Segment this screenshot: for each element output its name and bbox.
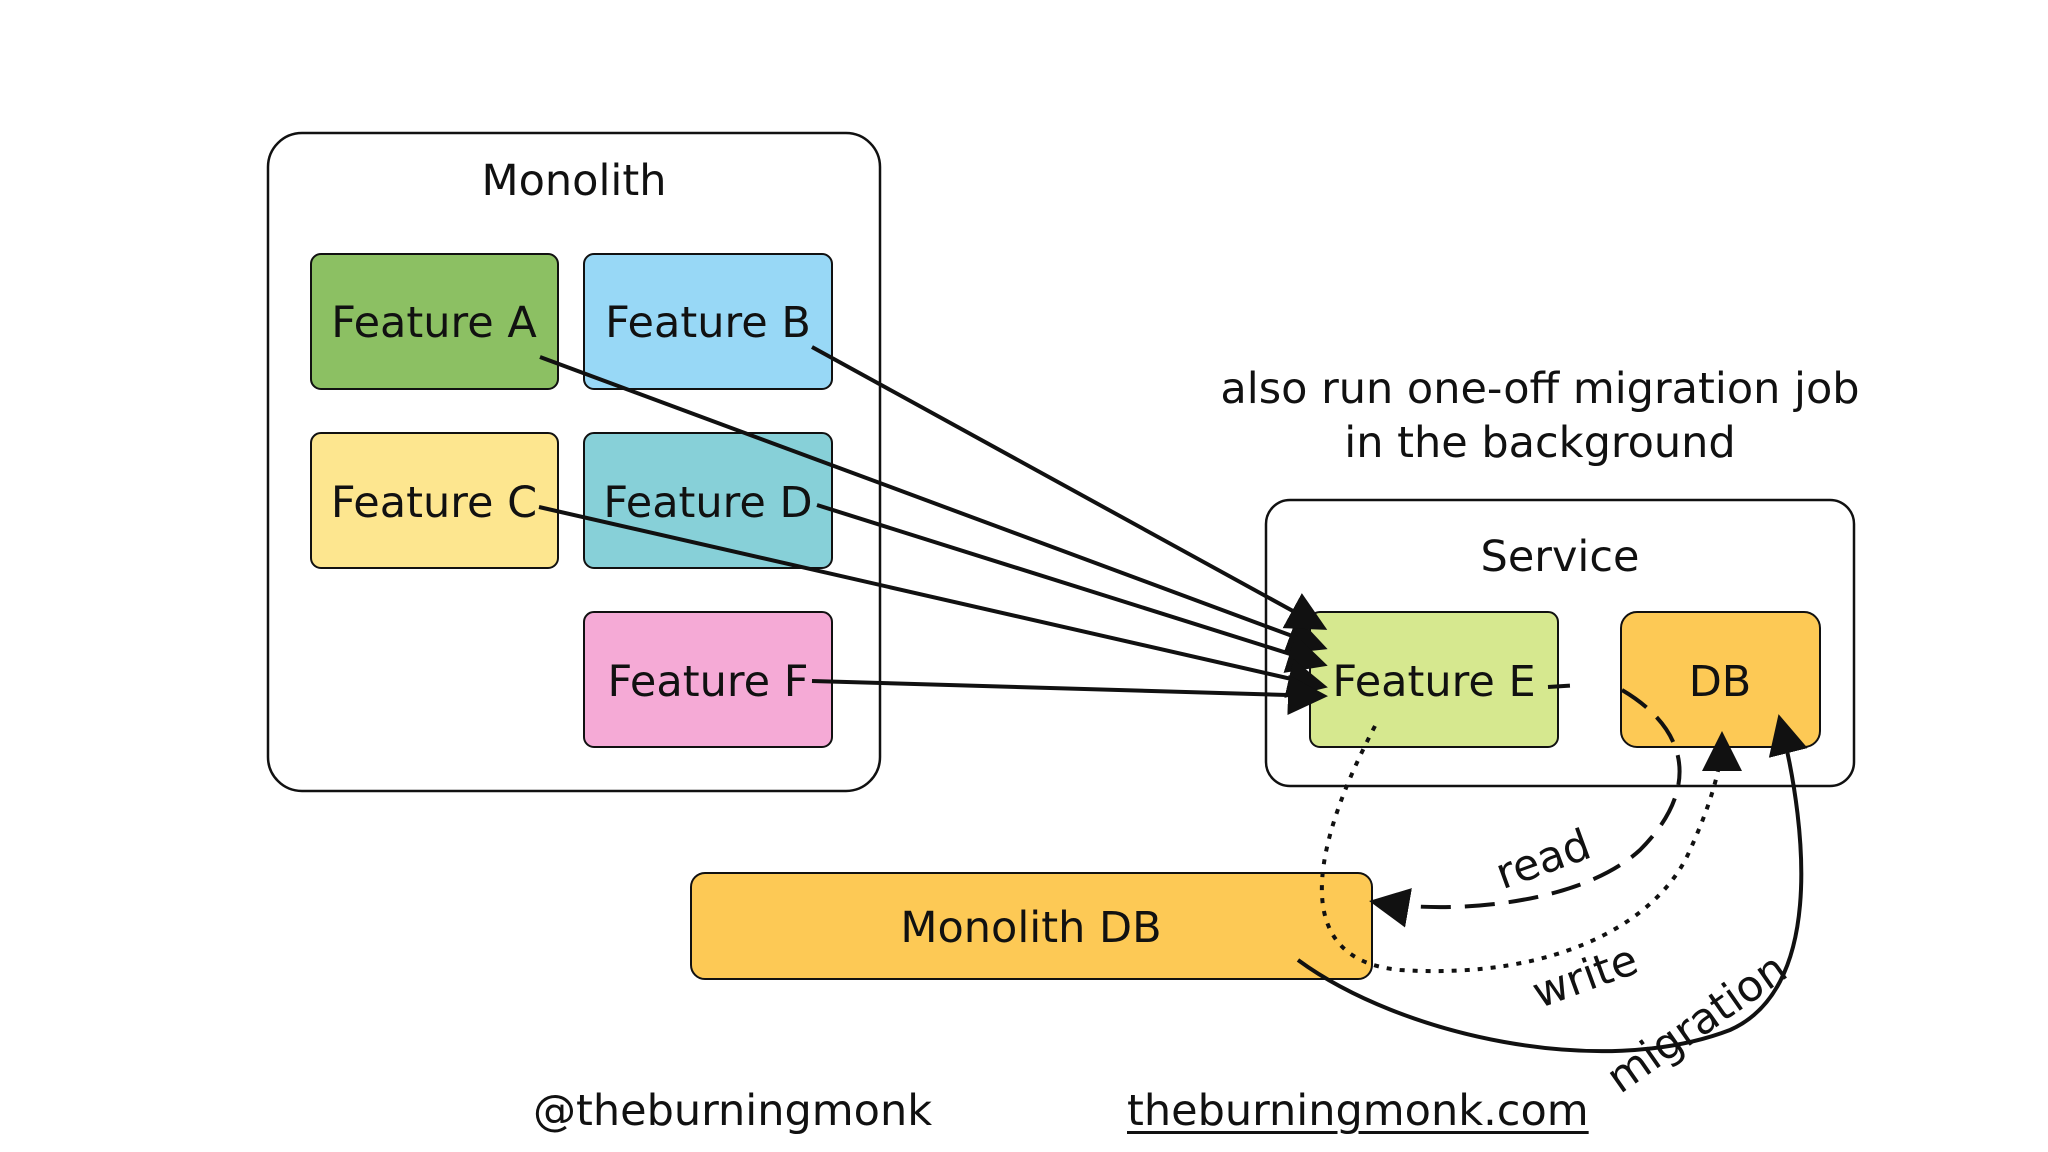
- feature-c-node: Feature C: [310, 432, 559, 569]
- feature-e-node: Feature E: [1309, 611, 1559, 748]
- monolith-db-label: Monolith DB: [900, 903, 1161, 953]
- feature-f-label: Feature F: [608, 657, 809, 707]
- arrow-feature-f-to-e: [811, 675, 1328, 715]
- monolith-title: Monolith: [482, 156, 667, 206]
- arrow-feature-c-to-e: [538, 505, 1328, 698]
- read-edge: [1369, 688, 1682, 928]
- service-db-label: DB: [1689, 657, 1752, 707]
- feature-f-node: Feature F: [583, 611, 833, 748]
- feature-a-box: [310, 253, 559, 390]
- footer-site-link[interactable]: theburningmonk.com: [1127, 1086, 1589, 1136]
- arrow-feature-a-to-e: [539, 355, 1328, 654]
- feature-e-to-db-dashed: [1547, 683, 1581, 689]
- note-line-1: also run one-off migration job: [1220, 364, 1859, 414]
- feature-d-node: Feature D: [583, 432, 833, 569]
- feature-b-node: Feature B: [583, 253, 833, 390]
- write-label: write: [1526, 935, 1645, 1019]
- service-title: Service: [1481, 532, 1640, 582]
- routing-arrows: [538, 345, 1328, 715]
- footer-handle: @theburningmonk: [533, 1086, 933, 1136]
- feature-b-box: [583, 253, 833, 390]
- feature-a-label: Feature A: [331, 298, 537, 348]
- feature-c-box: [310, 432, 559, 569]
- feature-d-box: [583, 432, 833, 569]
- migration-edge: [1296, 714, 1808, 1054]
- feature-b-label: Feature B: [605, 298, 811, 348]
- arrow-feature-d-to-e: [816, 503, 1328, 673]
- feature-d-label: Feature D: [603, 478, 812, 528]
- read-label: read: [1489, 820, 1597, 900]
- monolith-db-node: Monolith DB: [690, 872, 1373, 980]
- feature-a-node: Feature A: [310, 253, 559, 390]
- feature-f-box: [583, 611, 833, 748]
- feature-c-label: Feature C: [331, 478, 537, 528]
- arrow-feature-b-to-e: [811, 345, 1328, 630]
- feature-e-label: Feature E: [1332, 657, 1535, 707]
- note-line-2: in the background: [1344, 418, 1735, 468]
- service-db-node: DB: [1620, 611, 1821, 748]
